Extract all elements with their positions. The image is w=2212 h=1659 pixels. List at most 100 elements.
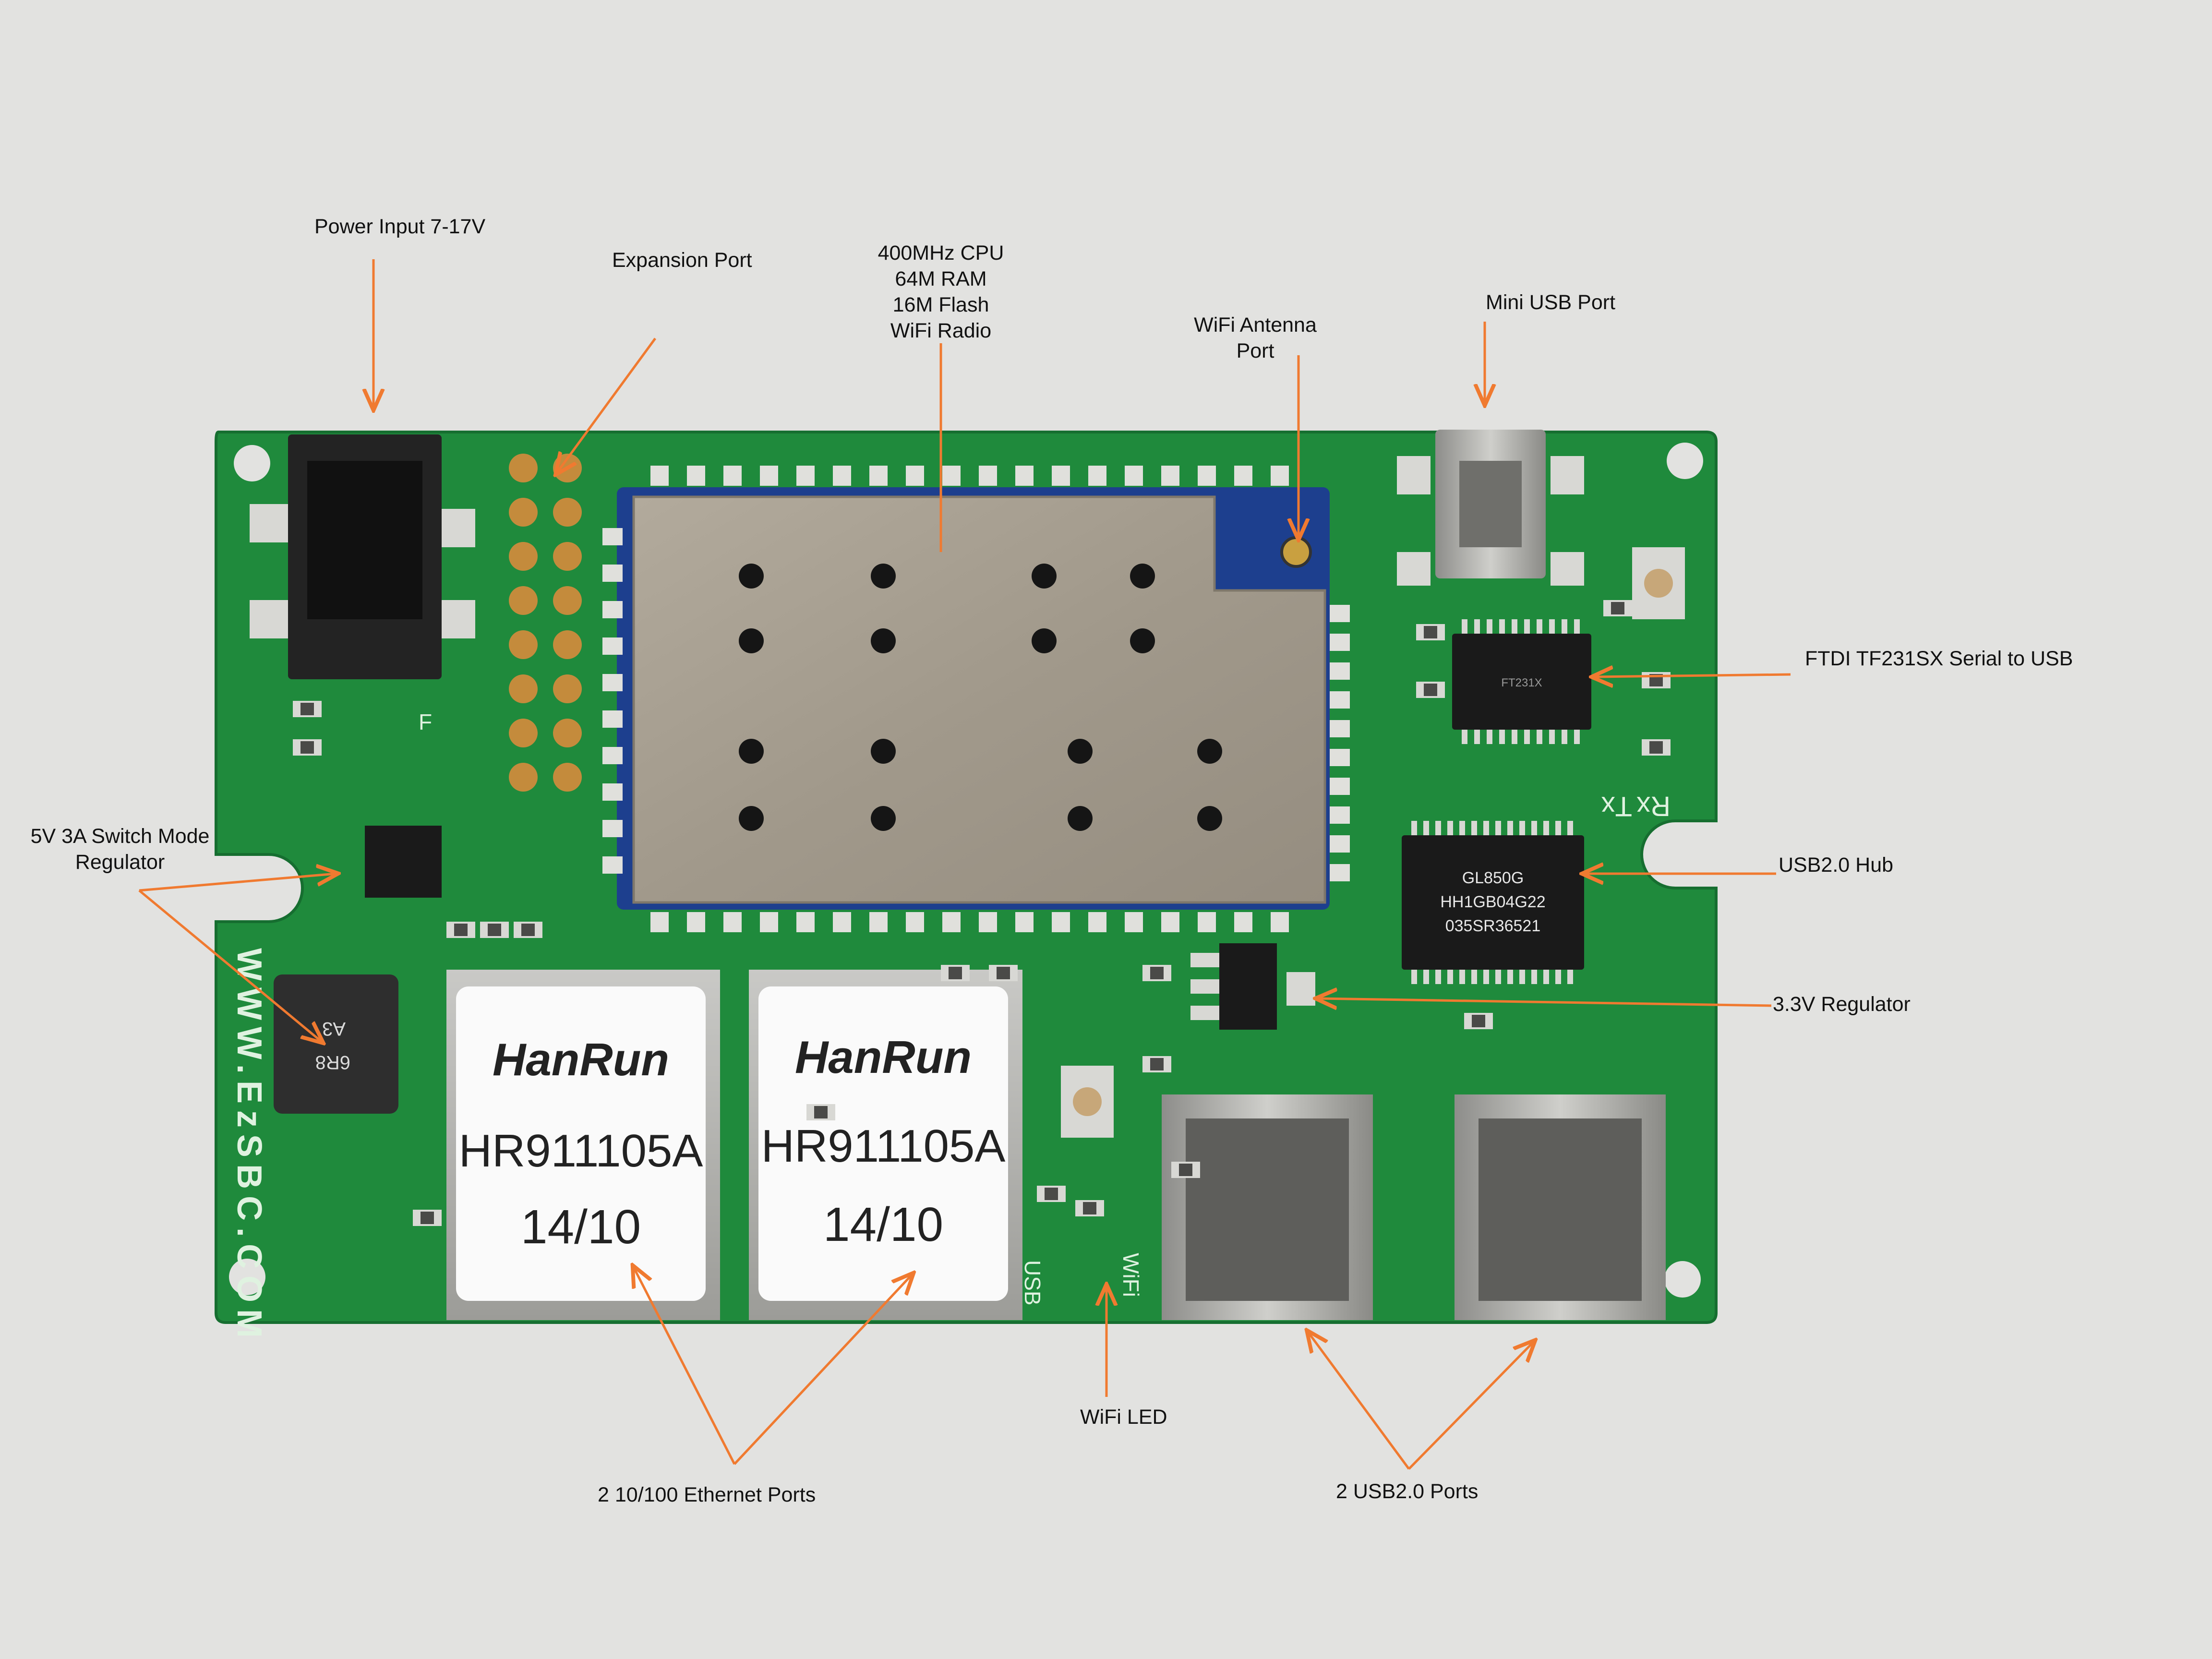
label-ftdi: FTDI TF231SX Serial to USB [1805, 647, 2073, 670]
header-pin [553, 498, 582, 527]
chip-pin [1487, 730, 1492, 744]
chip-pin [1423, 970, 1429, 984]
chip-pin [1459, 821, 1465, 835]
usb-hub-chip [1402, 821, 1584, 984]
castellation-pad [1330, 720, 1350, 737]
label-cpu: 400MHz CPU 64M RAM 16M Flash WiFi Radio [878, 241, 1004, 342]
header-pin [553, 542, 582, 571]
chip-pin [1471, 821, 1477, 835]
smd-body [814, 1106, 828, 1118]
header-pin [553, 763, 582, 792]
castellation-pad [1052, 912, 1070, 932]
f-silk: F [419, 709, 432, 734]
arrow-ftdi [1594, 674, 1791, 677]
arrow-regulator-2 [138, 890, 322, 1042]
label-mini-usb: Mini USB Port [1486, 291, 1616, 314]
header-pin [509, 763, 538, 792]
ftdi-chip-marking: FT231X [1501, 676, 1542, 689]
castellation-pad [906, 912, 924, 932]
castellation-pad [760, 912, 778, 932]
header-pin [509, 674, 538, 703]
inductor-marking-2: 6R8 [315, 1052, 350, 1073]
label-power-input: Power Input 7-17V [314, 215, 486, 238]
smd-body [1649, 741, 1663, 754]
label-expansion-port: Expansion Port [612, 249, 752, 272]
module-castellations [602, 466, 1350, 932]
smd-components [293, 600, 1671, 1226]
smd-body [1045, 1188, 1058, 1200]
chip-pin [1411, 821, 1417, 835]
castellation-pad [1088, 466, 1106, 486]
chip-pin [1474, 730, 1480, 744]
ftdi-chip [1452, 619, 1591, 744]
shield-hole [871, 628, 896, 653]
jack-2-model: HR911105A [761, 1120, 1006, 1172]
chip-pin [1462, 619, 1467, 634]
castellation-pad [602, 856, 623, 874]
castellation-pad [833, 912, 851, 932]
castellation-pad [1161, 912, 1179, 932]
chip-pin [1507, 970, 1513, 984]
chip-markings: GL850G HH1GB04G22 035SR36521 FT231X A3 6… [315, 676, 1546, 1073]
castellation-pad [1330, 691, 1350, 709]
chip-pin [1555, 970, 1561, 984]
castellation-pad [1198, 466, 1216, 486]
castellation-pad [1330, 662, 1350, 680]
chip-pin [1499, 619, 1505, 634]
chip-pin [1435, 970, 1441, 984]
castellation-pad [1015, 466, 1034, 486]
castellation-pad [1330, 634, 1350, 651]
smd-body [1424, 684, 1437, 696]
castellation-pad [1330, 749, 1350, 766]
header-pin [553, 630, 582, 659]
antenna-connector [1280, 536, 1312, 568]
castellation-pad [602, 637, 623, 655]
shield-hole [739, 628, 764, 653]
castellation-pad [869, 912, 888, 932]
castellation-pad [602, 820, 623, 837]
castellation-pad [1015, 912, 1034, 932]
hub-chip-line-3: 035SR36521 [1445, 917, 1541, 935]
ethernet-jacks [446, 970, 1022, 1320]
castellation-pad [602, 565, 623, 582]
castellation-pad [1271, 912, 1289, 932]
smd-body [1611, 602, 1624, 614]
label-ethernet: 2 10/100 Ethernet Ports [598, 1483, 816, 1506]
chip-pin [1512, 730, 1517, 744]
regulator-3v3 [1190, 943, 1315, 1030]
castellation-pad [942, 912, 961, 932]
hub-chip-line-1: GL850G [1462, 869, 1524, 887]
chip-pin [1471, 970, 1477, 984]
castellation-pad [796, 912, 815, 932]
castellation-pad [1088, 912, 1106, 932]
mini-usb-port [1397, 430, 1584, 586]
shield-holes [739, 564, 1222, 831]
shield-hole [871, 564, 896, 589]
castellation-pad [687, 912, 705, 932]
castellation-pad [979, 466, 997, 486]
chip-pin [1459, 970, 1465, 984]
smd-body [1150, 967, 1164, 979]
jack-1-brand: HanRun [493, 1034, 669, 1085]
chip-pin [1447, 970, 1453, 984]
castellation-pad [650, 912, 669, 932]
shield-hole [1032, 628, 1057, 653]
castellation-pad [602, 783, 623, 801]
jack-1-date: 14/10 [521, 1200, 641, 1254]
shield-hole [1197, 806, 1222, 831]
jack-2-brand: HanRun [795, 1032, 972, 1083]
header-pin [509, 542, 538, 571]
jack-1-model: HR911105A [459, 1125, 703, 1177]
arrow-expansion-port [557, 337, 657, 473]
label-wifi-led: WiFi LED [1080, 1406, 1167, 1429]
smd-body [301, 741, 314, 754]
arrow-regulator-3v3 [1318, 998, 1772, 1006]
shield-hole [1130, 628, 1155, 653]
shield-hole [739, 806, 764, 831]
header-pin [553, 586, 582, 615]
label-switch-regulator: 5V 3A Switch Mode Regulator [30, 825, 210, 874]
castellation-pad [1271, 466, 1289, 486]
power-jack [250, 434, 475, 679]
label-usb-ports: 2 USB2.0 Ports [1336, 1480, 1479, 1503]
inductor-marking-1: A3 [322, 1018, 346, 1039]
